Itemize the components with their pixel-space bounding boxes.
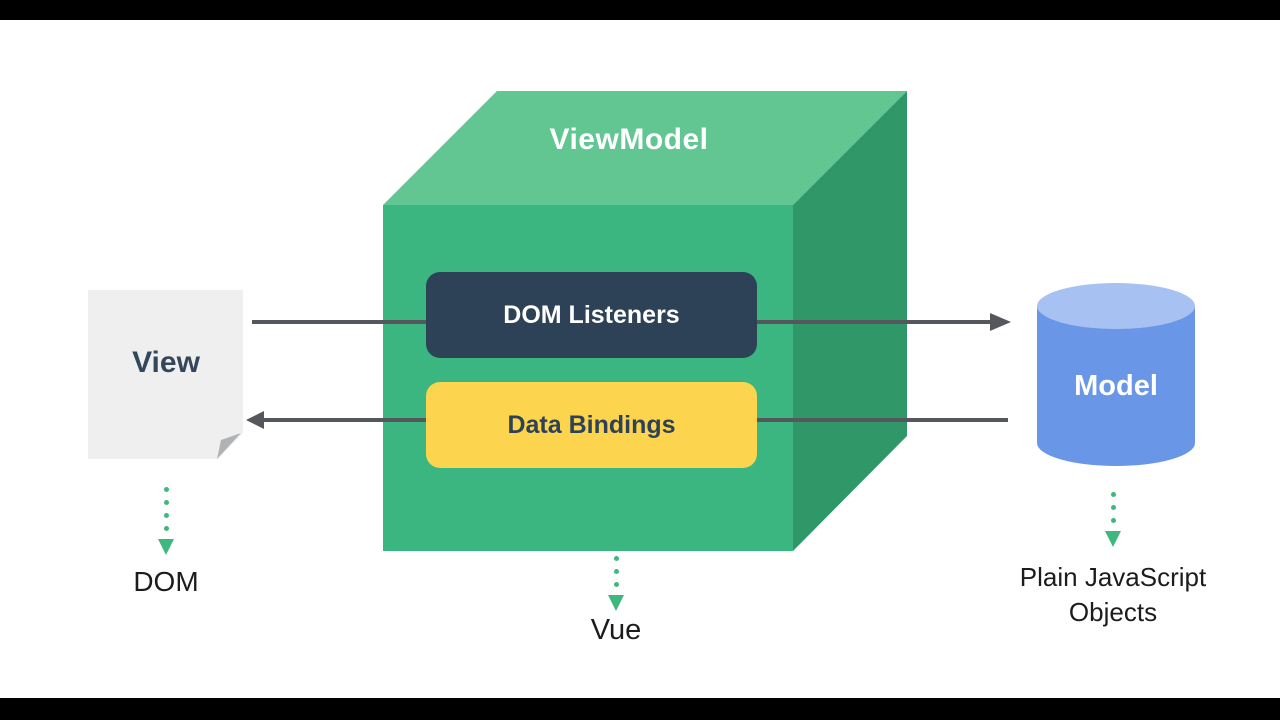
model-cylinder-top bbox=[1037, 283, 1195, 329]
dotted-arrow-model-to-objects-icon bbox=[1105, 492, 1121, 547]
model-label: Model bbox=[1074, 369, 1158, 402]
dotted-arrow-cube-to-vue-icon bbox=[608, 556, 624, 611]
view-label: View bbox=[132, 346, 200, 379]
viewmodel-title: ViewModel bbox=[549, 123, 709, 156]
dom-listeners-label: DOM Listeners bbox=[503, 300, 680, 329]
dom-caption: DOM bbox=[133, 566, 199, 597]
vue-caption: Vue bbox=[590, 614, 642, 646]
dom-listeners-box: DOM Listeners bbox=[426, 272, 757, 358]
dotted-arrow-view-to-dom-icon bbox=[158, 487, 174, 555]
view-page bbox=[88, 290, 243, 459]
data-bindings-label: Data Bindings bbox=[507, 410, 676, 439]
data-bindings-box: Data Bindings bbox=[426, 382, 757, 468]
letterbox-top bbox=[0, 0, 1280, 20]
model-cylinder-body bbox=[1037, 306, 1195, 466]
plain-js-objects-caption: Plain JavaScript Objects bbox=[1019, 562, 1207, 628]
cube-front-face bbox=[383, 205, 793, 551]
cube-top-face bbox=[383, 91, 907, 205]
letterbox-bottom bbox=[0, 698, 1280, 720]
view-page-fold bbox=[217, 433, 241, 459]
